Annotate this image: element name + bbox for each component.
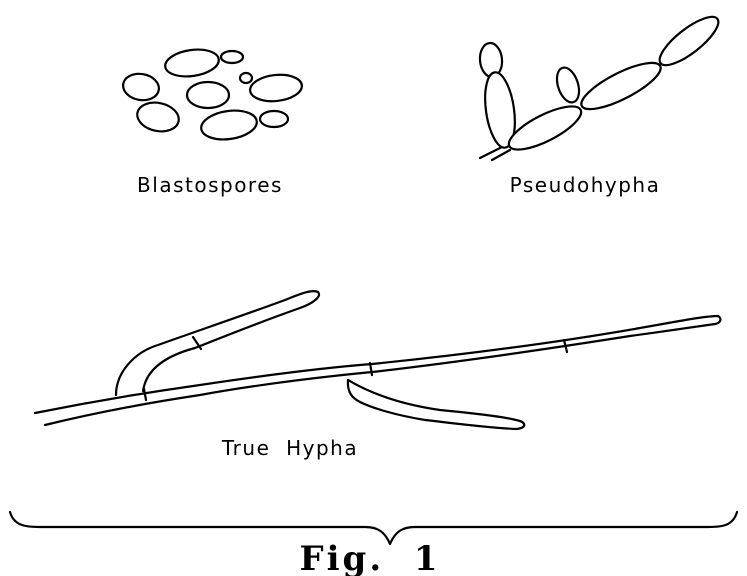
true-hypha-upper-branch <box>116 291 319 395</box>
septum <box>144 389 146 400</box>
true-hypha-lower-branch <box>348 380 524 429</box>
true-hypha-label: True Hypha <box>221 436 358 460</box>
blastospore-cell <box>187 82 229 108</box>
pseudohypha-structure <box>479 9 725 160</box>
pseudohypha-cell <box>653 9 725 72</box>
blastospore-cell <box>221 51 243 63</box>
figure-caption: Fig. 1 <box>300 539 441 576</box>
blastospore-cell <box>260 111 288 127</box>
septum <box>564 340 567 352</box>
blastospores-label: Blastospores <box>137 173 283 197</box>
blastospore-cell <box>249 72 303 103</box>
blastospore-cell <box>199 107 258 143</box>
pseudohypha-label: Pseudohypha <box>510 173 661 197</box>
blastospore-cell <box>240 73 252 83</box>
pseudohypha-cell <box>576 54 666 117</box>
pseudohypha-cell <box>553 65 583 105</box>
true-hypha-structure <box>35 291 720 429</box>
blastospore-cell <box>135 99 182 135</box>
blastospores-cluster <box>121 46 303 142</box>
blastospore-cell <box>121 71 161 103</box>
pseudohypha-cell <box>503 98 586 157</box>
blastospore-cell <box>163 46 220 79</box>
